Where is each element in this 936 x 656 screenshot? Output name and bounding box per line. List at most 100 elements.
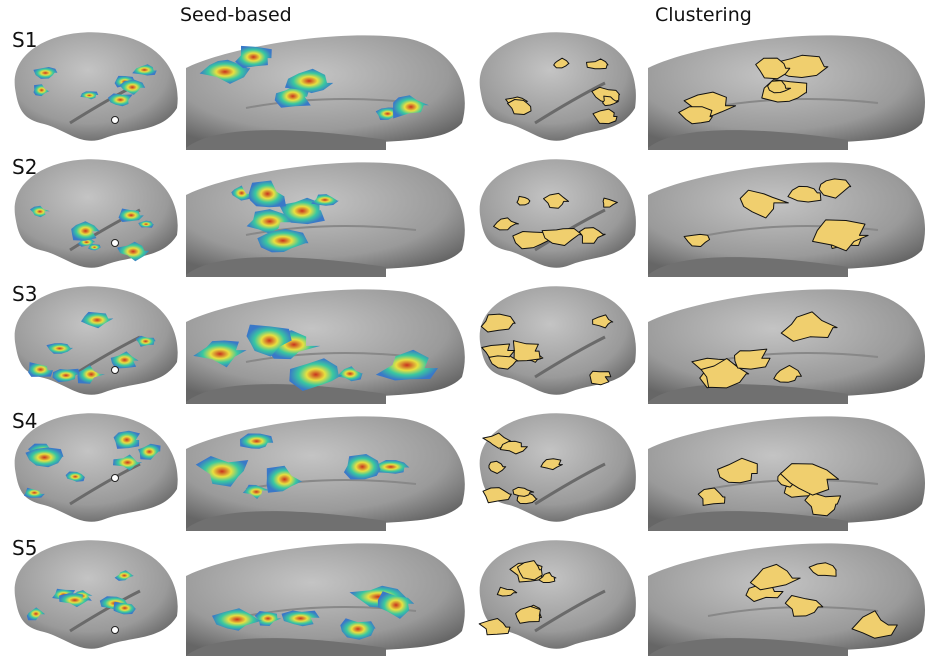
seed-correlation-blob: [25, 447, 64, 468]
brain-panel-s2-seed-small: [14, 159, 178, 268]
sulcus: [245, 352, 417, 363]
brain-panel-s5-seed-small: [14, 540, 178, 649]
cluster-region: [683, 233, 711, 247]
seed-correlation-blob: [52, 368, 80, 383]
cluster-region: [745, 583, 784, 602]
cluster-region: [481, 343, 516, 358]
cortical-surface: [14, 32, 178, 141]
sylvian-fissure: [69, 462, 141, 506]
seed-correlation-blob: [199, 59, 251, 84]
seed-marker: [111, 239, 119, 247]
cluster-region: [482, 487, 512, 504]
cluster-region: [780, 311, 838, 342]
seed-correlation-blob: [257, 228, 309, 253]
cortical-surface: [14, 159, 178, 268]
seed-correlation-blob: [30, 205, 50, 218]
cluster-region: [496, 586, 518, 597]
seed-correlation-blob: [77, 365, 105, 384]
seed-correlation-blob: [28, 362, 53, 377]
seed-correlation-blob: [193, 340, 247, 368]
cluster-region: [586, 58, 609, 70]
seed-correlation-blob: [113, 454, 143, 471]
seed-correlation-blob: [231, 185, 252, 201]
seed-correlation-blob: [281, 610, 320, 627]
cluster-region: [717, 457, 758, 484]
cluster-region: [589, 370, 612, 386]
seed-correlation-blob: [33, 67, 58, 79]
cortical-surface-zoom: [648, 543, 926, 656]
seed-correlation-blob: [195, 456, 249, 487]
cluster-region: [851, 610, 898, 639]
cluster-region: [592, 108, 618, 125]
seed-marker: [111, 116, 119, 124]
cluster-region: [515, 605, 541, 624]
seed-correlation-blob: [375, 349, 438, 381]
cluster-region: [541, 228, 583, 246]
brain-panel-s5-seed-zoom: [186, 543, 465, 656]
cluster-region: [734, 348, 771, 370]
seed-correlation-blob: [132, 64, 157, 76]
seed-correlation-blob: [46, 343, 73, 354]
sylvian-fissure: [534, 208, 606, 252]
temporal-lobe-shadow: [186, 638, 386, 656]
cluster-region: [499, 440, 528, 455]
cortical-surface-zoom: [186, 543, 465, 656]
cortical-surface-zoom: [186, 35, 465, 149]
cluster-region: [516, 195, 531, 206]
temporal-lobe-shadow: [648, 638, 848, 656]
cluster-region: [808, 562, 837, 577]
seed-correlation-blob: [114, 570, 135, 581]
seed-correlation-blob: [274, 84, 311, 108]
brain-panel-s1-cluster-zoom: [648, 35, 926, 150]
seed-correlation-blob: [138, 443, 161, 460]
cluster-region: [602, 95, 619, 107]
cluster-region: [478, 618, 511, 636]
sulcus: [245, 479, 417, 490]
cortical-surface: [14, 286, 178, 395]
cluster-region: [543, 192, 570, 209]
cortical-surface: [14, 540, 178, 649]
seed-marker: [111, 626, 119, 634]
seed-correlation-blob: [81, 311, 114, 329]
cluster-region: [578, 227, 606, 244]
row-label-s2: S2: [12, 155, 38, 179]
seed-correlation-blob: [284, 68, 334, 94]
cortical-surface: [479, 32, 636, 141]
seed-correlation-blob: [377, 591, 415, 619]
seed-correlation-blob: [235, 45, 272, 69]
row-label-s1: S1: [12, 28, 38, 52]
brain-panel-s3-seed-zoom: [186, 289, 465, 404]
seed-correlation-blob: [118, 208, 144, 222]
cluster-region: [512, 340, 541, 362]
temporal-lobe-shadow: [648, 511, 848, 531]
brain-panel-s5-cluster-small: [478, 540, 636, 649]
seed-correlation-blob: [246, 324, 293, 357]
brain-panel-s5-cluster-zoom: [648, 543, 926, 656]
brain-panel-s3-cluster-small: [479, 286, 636, 395]
cluster-region: [787, 185, 822, 203]
seed-correlation-blob: [240, 433, 274, 449]
seed-marker: [111, 474, 119, 482]
temporal-lobe-shadow: [648, 257, 848, 277]
row-label-s5: S5: [12, 536, 38, 560]
seed-correlation-blob: [80, 91, 99, 100]
brain-panel-s3-cluster-zoom: [648, 289, 926, 404]
seed-correlation-blob: [254, 611, 282, 626]
brain-panel-s1-seed-zoom: [186, 35, 465, 150]
brain-panel-s2-seed-zoom: [186, 162, 465, 277]
row-label-s3: S3: [12, 282, 38, 306]
seed-correlation-blob: [242, 484, 270, 499]
seed-correlation-blob: [248, 180, 287, 208]
cluster-region: [767, 80, 792, 94]
cluster-region: [592, 314, 614, 329]
brain-panel-s3-seed-small: [14, 286, 178, 395]
seed-correlation-blob: [393, 95, 429, 119]
cluster-region: [697, 487, 726, 506]
clustering-title: Clustering: [655, 4, 752, 26]
brain-panel-s2-cluster-zoom: [648, 162, 926, 277]
sylvian-fissure: [534, 462, 606, 506]
seed-correlation-blob: [108, 93, 133, 107]
cluster-region: [553, 57, 570, 69]
temporal-lobe-shadow: [648, 130, 848, 150]
cluster-region: [507, 99, 532, 115]
